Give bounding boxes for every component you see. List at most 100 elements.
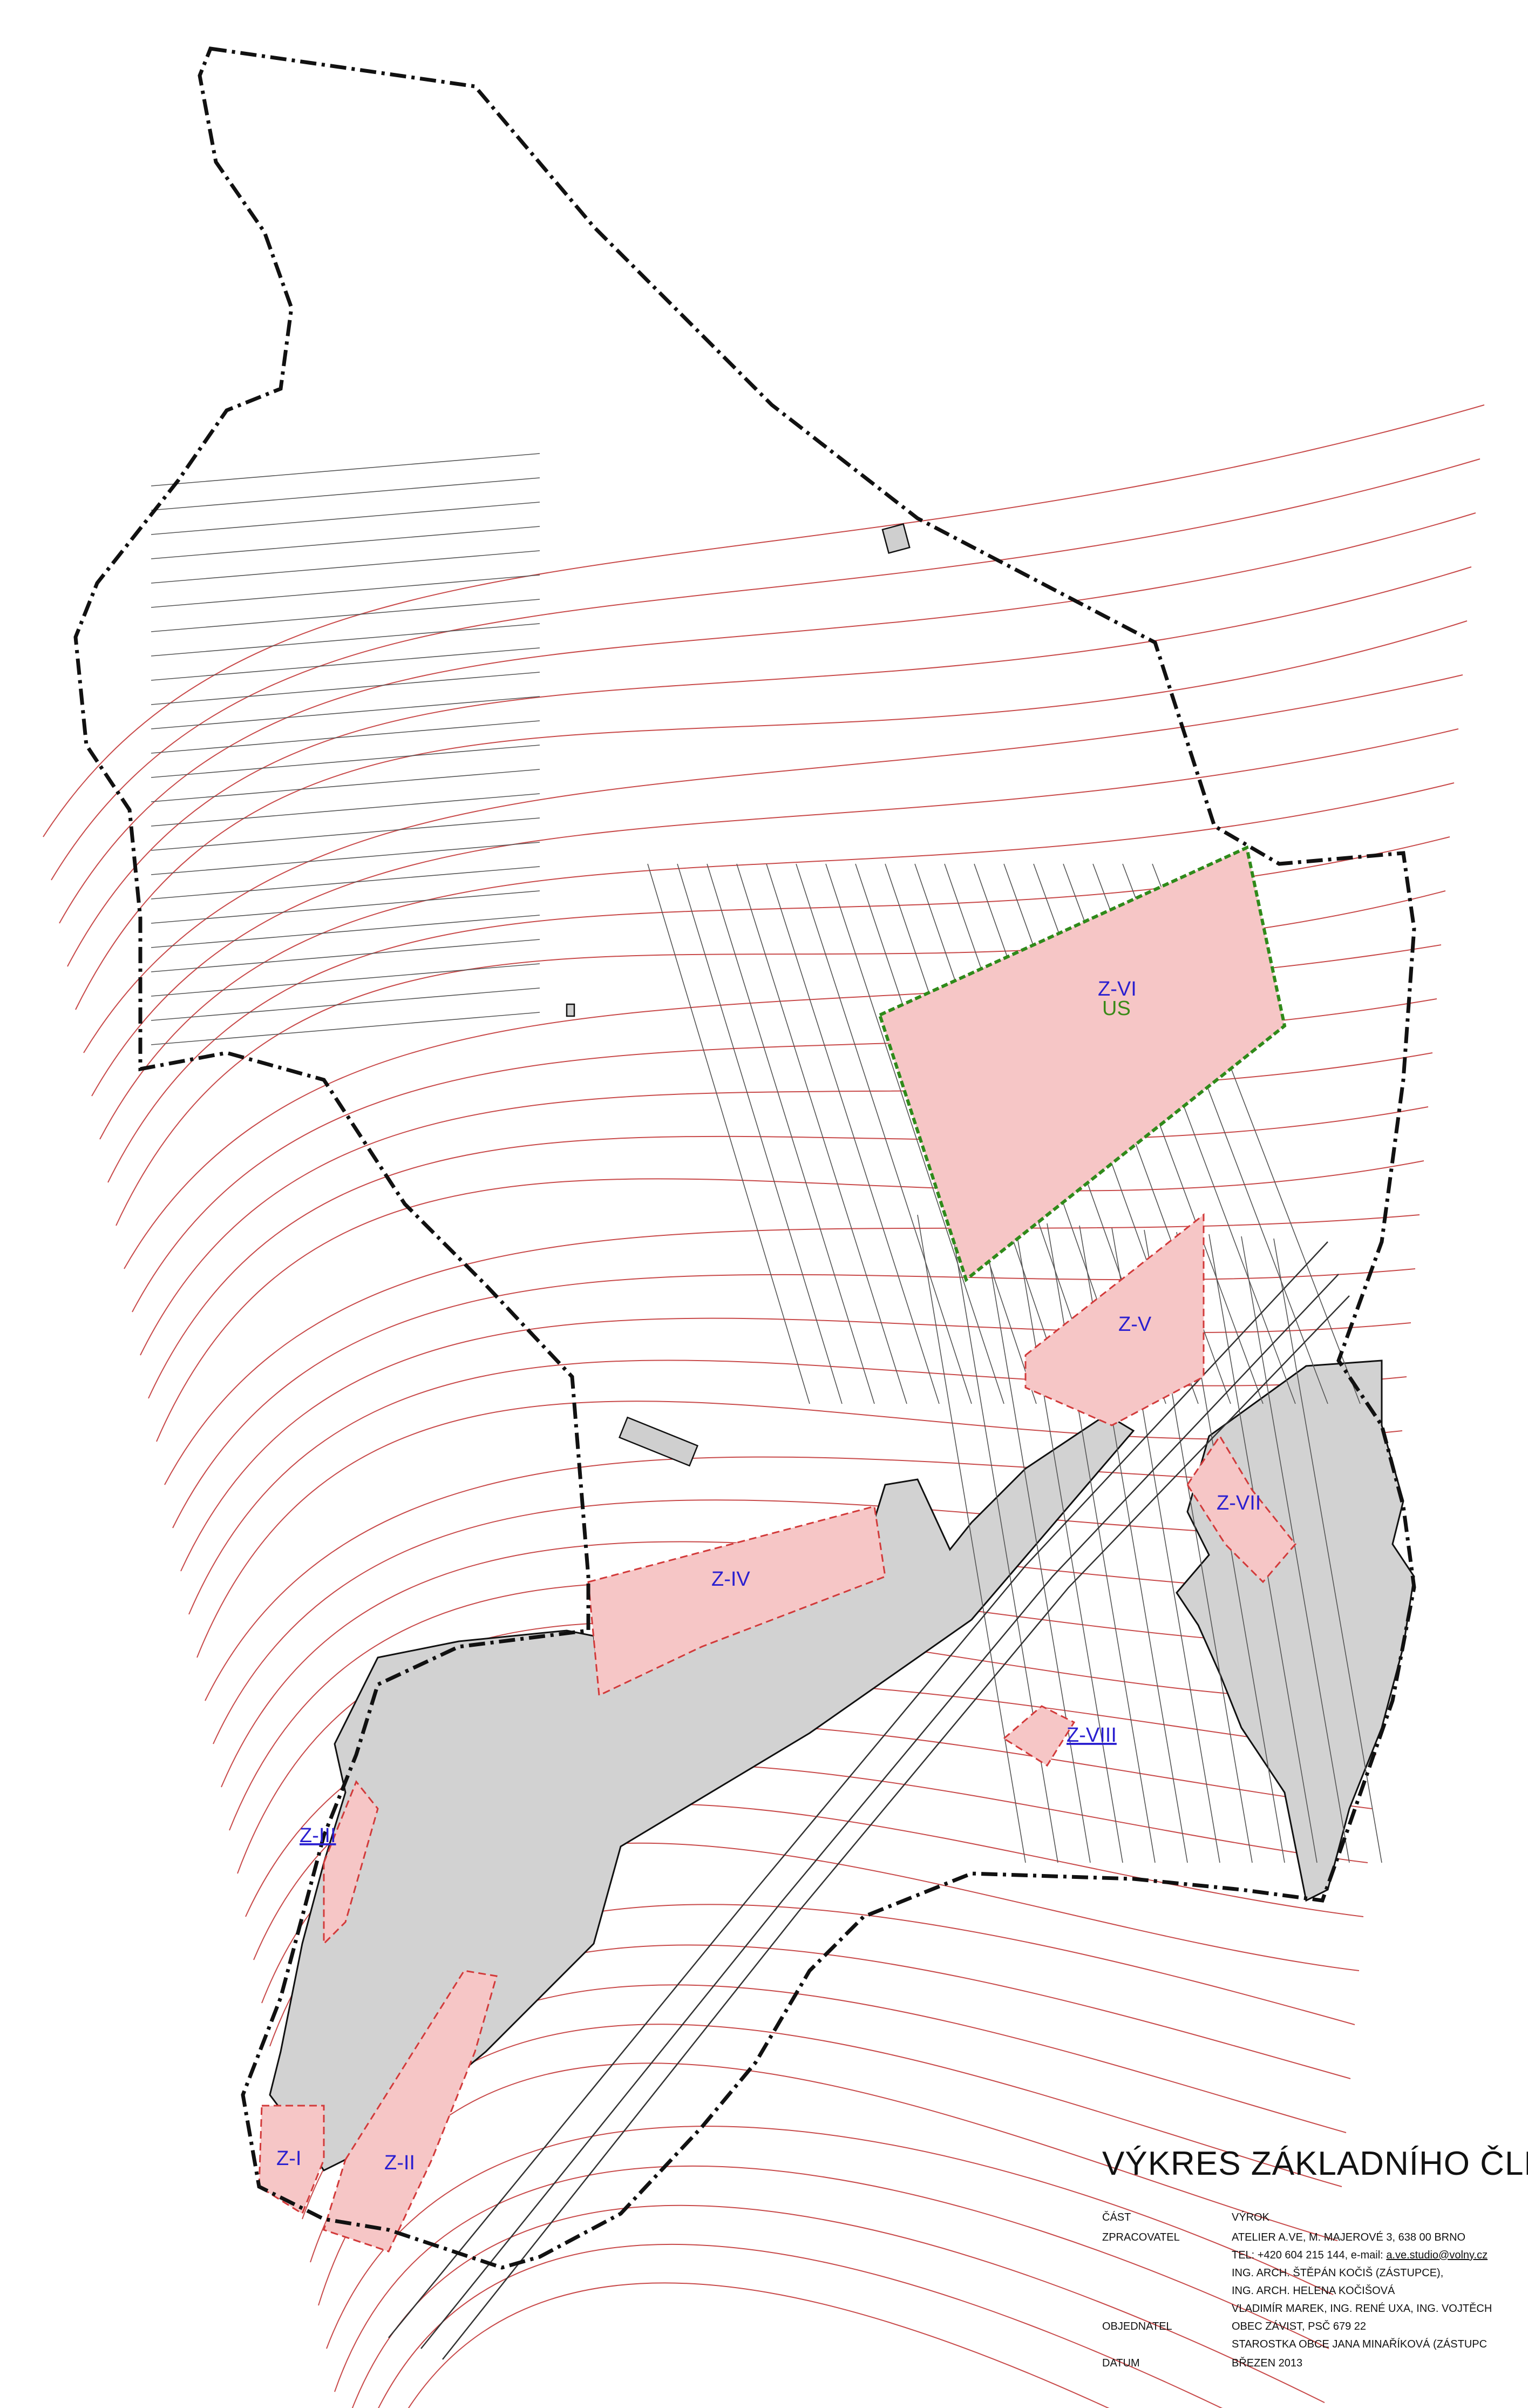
parcel-line xyxy=(766,863,940,1404)
row-author-2: TEL: +420 604 215 144, e-mail: a.ve.stud… xyxy=(1102,2249,1528,2265)
parcel-line xyxy=(151,890,540,924)
row-client-2: STAROSTKA OBCE JANA MINAŘÍKOVÁ (ZÁSTUPC xyxy=(1102,2338,1528,2355)
parcel-line xyxy=(151,720,540,754)
zone-labels: Z-I Z-II Z-III Z-IV Z-V Z-VI US Z-VII Z-… xyxy=(276,978,1261,2174)
author-line-1: ATELIER A.VE, M. MAJEROVÉ 3, 638 00 BRNO xyxy=(1232,2231,1466,2243)
parcel-line xyxy=(707,863,875,1404)
title-block: VÝKRES ZÁKLADNÍHO ČLENĚN ČÁST VÝROK ZPRA… xyxy=(1100,2142,1528,2408)
zone-label-z-ii: Z-II xyxy=(384,2152,415,2174)
contour-line xyxy=(91,728,1459,1097)
parcel-line xyxy=(151,502,540,535)
contour-line xyxy=(67,566,1472,967)
contour-line xyxy=(196,1401,1403,1658)
zone-z-v-area xyxy=(1024,1213,1205,1426)
author-line-2: TEL: +420 604 215 144, e-mail: a.ve.stud… xyxy=(1232,2249,1488,2262)
contour-line xyxy=(83,674,1463,1053)
contour-line xyxy=(75,620,1468,1010)
map-title: VÝKRES ZÁKLADNÍHO ČLENĚN xyxy=(1102,2145,1528,2182)
parcel-line xyxy=(1241,1236,1350,1863)
parcel-line xyxy=(796,863,972,1404)
contour-line xyxy=(408,2282,1110,2408)
contour-line xyxy=(59,512,1476,924)
parcel-line xyxy=(917,1214,1026,1863)
parcel-line xyxy=(151,526,540,559)
contour-line xyxy=(334,2166,1329,2392)
parcel-line xyxy=(151,550,540,584)
zone-z-viii-area xyxy=(1002,1705,1076,1767)
date-value: BŘEZEN 2013 xyxy=(1232,2357,1303,2369)
contour-line xyxy=(99,782,1455,1140)
parcel-line xyxy=(151,647,540,681)
parcel-line xyxy=(151,574,540,608)
parcel-line xyxy=(151,817,540,851)
contour-line xyxy=(51,458,1481,881)
client-line-1: OBEC ZÁVIST, PSČ 679 22 xyxy=(1232,2321,1366,2332)
parcel-line xyxy=(151,623,540,657)
zone-label-z-i: Z-I xyxy=(276,2147,301,2170)
zone-label-z-viii: Z-VIII xyxy=(1067,1724,1117,1747)
parcel-line xyxy=(151,939,540,972)
parcel-line xyxy=(151,987,540,1021)
row-author-3: ING. ARCH. ŠTĚPÁN KOČIŠ (ZÁSTUPCE), xyxy=(1102,2267,1528,2283)
zone-z-vii-area xyxy=(1186,1435,1296,1584)
author-line-5: VLADIMÍR MAREK, ING. RENÉ UXA, ING. VOJT… xyxy=(1232,2303,1492,2315)
zone-z-ii-area xyxy=(323,1970,498,2253)
development-zones xyxy=(258,1213,1296,2253)
parcel-line xyxy=(151,793,540,827)
row-author-5: VLADIMÍR MAREK, ING. RENÉ UXA, ING. VOJT… xyxy=(1102,2303,1528,2319)
part-label: ČÁST xyxy=(1102,2211,1131,2223)
zone-label-z-iv: Z-IV xyxy=(711,1568,750,1591)
contour-line xyxy=(140,1052,1433,1356)
contour-line xyxy=(43,404,1485,837)
parcel-line xyxy=(1273,1238,1382,1863)
contour-line xyxy=(352,2204,1325,2408)
parcel-line xyxy=(1014,1221,1123,1863)
part-value: VÝROK xyxy=(1232,2211,1270,2223)
cadastral-boundary xyxy=(73,46,1416,2270)
zone-z-iv-area xyxy=(587,1505,886,1697)
parcel-line xyxy=(151,599,540,632)
parcel-line xyxy=(151,866,540,899)
zone-label-z-vii: Z-VII xyxy=(1217,1492,1261,1514)
zone-z-vi-area xyxy=(878,845,1287,1283)
zone-label-z-v: Z-V xyxy=(1118,1313,1152,1336)
row-author-4: ING. ARCH. HELENA KOČIŠOVÁ xyxy=(1102,2285,1528,2301)
zone-z-iii-area xyxy=(323,1780,379,1946)
parcel-line xyxy=(736,863,907,1404)
parcel-line xyxy=(151,745,540,778)
row-client: OBJEDNATEL OBEC ZÁVIST, PSČ 679 22 xyxy=(1102,2321,1528,2337)
railway-corridor xyxy=(388,1241,1350,2360)
contour-line xyxy=(378,2243,1223,2408)
parcel-line xyxy=(677,863,843,1404)
author-line-4: ING. ARCH. HELENA KOČIŠOVÁ xyxy=(1232,2285,1395,2297)
parcel-line xyxy=(151,963,540,997)
zone-label-z-iii: Z-III xyxy=(300,1824,336,1847)
contour-line xyxy=(156,1160,1424,1442)
contour-line xyxy=(148,1106,1429,1399)
date-label: DATUM xyxy=(1102,2357,1140,2369)
parcel-line xyxy=(151,696,540,729)
client-label: OBJEDNATEL xyxy=(1102,2321,1172,2332)
row-author: ZPRACOVATEL ATELIER A.VE, M. MAJEROVÉ 3,… xyxy=(1102,2231,1528,2248)
parcel-line xyxy=(151,769,540,802)
parcel-line xyxy=(982,1219,1091,1863)
row-date: DATUM BŘEZEN 2013 xyxy=(1102,2357,1528,2373)
parcel-line xyxy=(151,915,540,948)
client-line-2: STAROSTKA OBCE JANA MINAŘÍKOVÁ (ZÁSTUPC xyxy=(1232,2338,1488,2350)
parcel-line xyxy=(151,672,540,705)
author-label: ZPRACOVATEL xyxy=(1102,2231,1180,2243)
buildings xyxy=(566,523,911,1467)
zone-sublabel-us: US xyxy=(1102,997,1131,1020)
contour-line xyxy=(221,1541,1390,1788)
author-line-3: ING. ARCH. ŠTĚPÁN KOČIŠ (ZÁSTUPCE), xyxy=(1232,2267,1444,2279)
zone-z-i-area xyxy=(258,2105,325,2215)
parcel-line xyxy=(825,863,1004,1404)
parcel-line xyxy=(647,863,810,1404)
parcel-line xyxy=(151,1012,540,1045)
contour-line xyxy=(164,1214,1420,1485)
zone-label-z-vi: Z-VI xyxy=(1098,978,1137,1000)
email-link[interactable]: a.ve.studio@volny.cz xyxy=(1386,2249,1488,2261)
row-part: ČÁST VÝROK xyxy=(1102,2211,1528,2228)
contour-line xyxy=(326,2126,1334,2349)
